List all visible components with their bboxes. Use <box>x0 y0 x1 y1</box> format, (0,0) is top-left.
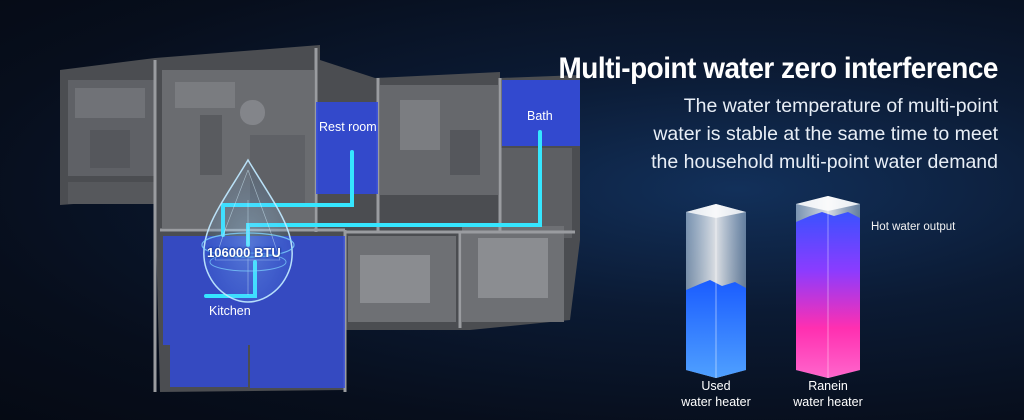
used-heater-water-column <box>686 204 746 378</box>
used-heater-caption-line: Used <box>701 379 731 393</box>
rest-room-highlight <box>316 102 378 194</box>
description: The water temperature of multi-point wat… <box>560 92 998 176</box>
ranein-heater-water-column <box>796 196 860 378</box>
headline: Multi-point water zero interference <box>558 52 999 85</box>
used-heater-caption: Used water heater <box>656 378 776 410</box>
description-line: the household multi-point water demand <box>651 151 998 173</box>
description-line: The water temperature of multi-point <box>683 95 998 117</box>
heater-power-label: 106000 BTU <box>207 245 281 260</box>
ranein-heater-caption: Ranein water heater <box>768 378 888 410</box>
bath-label: Bath <box>527 109 553 123</box>
kitchen-label: Kitchen <box>209 304 251 318</box>
used-heater-caption-line: water heater <box>681 395 751 409</box>
description-line: water is stable at the same time to meet <box>653 123 998 145</box>
rest-room-label: Rest room <box>319 120 377 134</box>
ranein-heater-caption-line: water heater <box>793 395 863 409</box>
hot-water-output-label: Hot water output <box>871 221 956 233</box>
ranein-heater-caption-line: Ranein <box>808 379 848 393</box>
water-heater-droplet <box>201 158 295 303</box>
